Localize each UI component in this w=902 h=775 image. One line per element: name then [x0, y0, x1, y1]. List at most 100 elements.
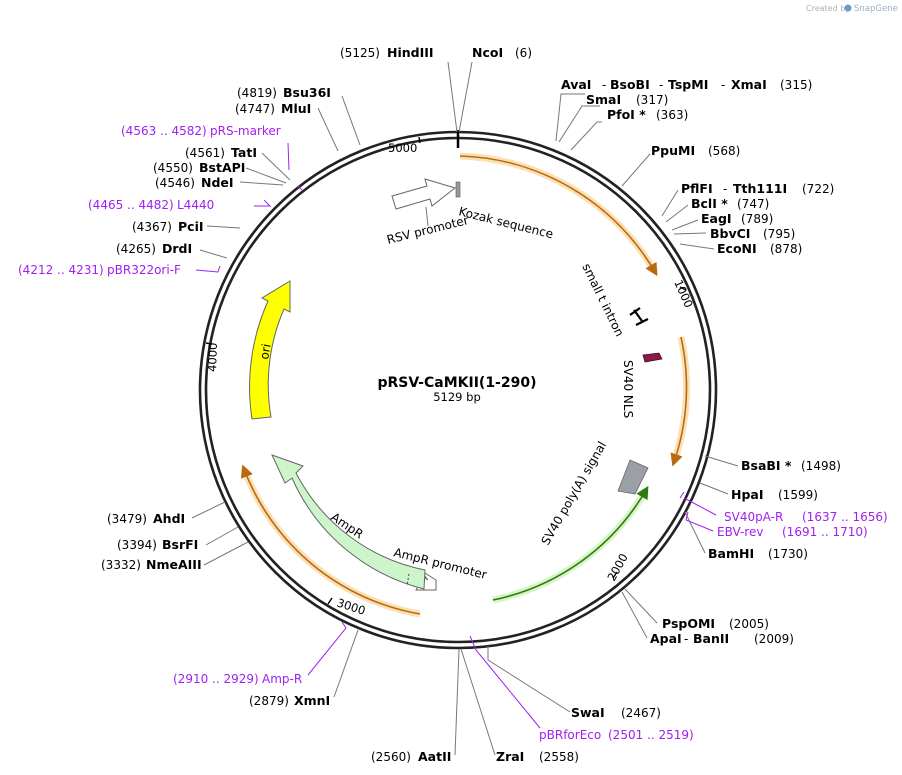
site-nmeaiii-name: NmeAIII — [146, 557, 202, 572]
site-ncoi[interactable]: NcoI (6) — [472, 45, 532, 60]
primer-pbr322ori-f-range: (4212 .. 4231) — [18, 263, 104, 277]
site-econi-pos: (878) — [770, 242, 802, 256]
site-tati-name: TatI — [231, 145, 257, 160]
site-tspmi-name: TspMI — [668, 77, 708, 92]
primer-pbrforeco[interactable]: pBRforEco (2501 .. 2519) — [539, 728, 694, 742]
site-bamhi-pos: (1730) — [768, 547, 808, 561]
site-bsabi-name: BsaBI * — [741, 458, 792, 473]
ori-label: ori — [257, 343, 273, 361]
site-pflfi-group[interactable]: PflFI - Tth111I (722) — [681, 181, 834, 196]
sv40-nls-label: SV40 NLS — [621, 360, 635, 418]
site-ahdi[interactable]: (3479) AhdI — [107, 511, 185, 526]
small-t-intron-label: small t intron — [579, 261, 626, 339]
site-zrai-pos: (2558) — [539, 750, 579, 764]
orf-arcs — [240, 152, 690, 618]
tick-mark-2000 — [612, 571, 618, 579]
ori-arrow[interactable] — [249, 280, 291, 420]
site-tati-pos: (4561) — [185, 146, 225, 160]
sv40-polya-block[interactable] — [617, 459, 649, 495]
site-ppumi-name: PpuMI — [651, 143, 695, 158]
kozak-sequence-block[interactable] — [455, 181, 461, 198]
site-eagi-name: EagI — [701, 211, 732, 226]
site-aval-sep2: - — [659, 78, 663, 92]
site-bsobi-name: BsoBI — [610, 77, 650, 92]
site-eagi[interactable]: EagI (789) — [701, 211, 773, 226]
site-bsabi-pos: (1498) — [801, 459, 841, 473]
site-eagi-pos: (789) — [741, 212, 773, 226]
primer-prs-marker[interactable]: (4563 .. 4582) pRS-marker — [121, 124, 281, 138]
small-t-intron-mark[interactable] — [629, 307, 649, 326]
site-bsabi[interactable]: BsaBI * (1498) — [741, 458, 841, 473]
site-ppumi-pos: (568) — [708, 144, 740, 158]
site-swai-pos: (2467) — [621, 706, 661, 720]
rsv-promoter-arrow[interactable] — [391, 178, 457, 210]
sv40-nls-block[interactable] — [642, 352, 663, 363]
site-bcli-name: BclI * — [691, 196, 728, 211]
primer-ebv-rev[interactable]: EBV-rev (1691 .. 1710) — [717, 525, 868, 539]
primer-amp-r[interactable]: (2910 .. 2929) Amp-R — [173, 672, 302, 686]
site-bsrfi[interactable]: (3394) BsrFI — [117, 537, 198, 552]
site-pspomi-pos: (2005) — [729, 617, 769, 631]
site-aval-group[interactable]: AvaI - BsoBI - TspMI - XmaI (315) — [561, 77, 812, 92]
primer-l4440-range: (4465 .. 4482) — [88, 198, 174, 212]
site-pcii[interactable]: (4367) PciI — [132, 219, 204, 234]
site-apai-sep: - — [684, 632, 688, 646]
site-bbvci[interactable]: BbvCI (795) — [710, 226, 795, 241]
site-mlui-pos: (4747) — [235, 102, 275, 116]
site-ahdi-pos: (3479) — [107, 512, 147, 526]
site-bcli[interactable]: BclI * (747) — [691, 196, 769, 211]
site-drdi[interactable]: (4265) DrdI — [116, 241, 192, 256]
site-bcli-pos: (747) — [737, 197, 769, 211]
site-hpai[interactable]: HpaI (1599) — [731, 487, 818, 502]
primer-amp-r-name: Amp-R — [262, 672, 302, 686]
primer-ebv-rev-range: (1691 .. 1710) — [782, 525, 868, 539]
orf-arc-4 — [240, 464, 421, 615]
primer-pbr322ori-f[interactable]: (4212 .. 4231) pBR322ori-F — [18, 263, 181, 277]
site-smai-pos: (317) — [636, 93, 668, 107]
site-bstapi[interactable]: (4550) BstAPI — [153, 160, 245, 175]
orf-arc-4-glow — [240, 467, 421, 618]
primer-prs-marker-name: pRS-marker — [210, 124, 281, 138]
site-aval-name: AvaI — [561, 77, 591, 92]
site-pcii-name: PciI — [178, 219, 204, 234]
primer-l4440[interactable]: (4465 .. 4482) L4440 — [88, 198, 214, 212]
site-apai-group-pos: (2009) — [754, 632, 794, 646]
site-ahdi-name: AhdI — [153, 511, 185, 526]
site-bbvci-name: BbvCI — [710, 226, 750, 241]
site-nmeaiii[interactable]: (3332) NmeAIII — [101, 557, 202, 572]
site-aval-sep1: - — [602, 78, 606, 92]
site-aatii-name: AatII — [418, 749, 451, 764]
site-econi[interactable]: EcoNI (878) — [717, 241, 802, 256]
site-pcii-pos: (4367) — [132, 220, 172, 234]
site-aval-group-pos: (315) — [780, 78, 812, 92]
site-hindiii-pos: (5125) — [340, 46, 380, 60]
site-bsrfi-name: BsrFI — [162, 537, 198, 552]
site-pfoi-pos: (363) — [656, 108, 688, 122]
site-smai[interactable]: SmaI (317) — [586, 92, 668, 107]
site-zrai[interactable]: ZraI (2558) — [496, 749, 579, 764]
site-ppumi[interactable]: PpuMI (568) — [651, 143, 740, 158]
site-ndei-name: NdeI — [201, 175, 234, 190]
site-tati[interactable]: (4561) TatI — [185, 145, 257, 160]
site-hindiii[interactable]: (5125) HindIII — [340, 45, 434, 60]
primer-pbr322ori-f-name: pBR322ori-F — [107, 263, 181, 277]
site-pfoi[interactable]: PfoI * (363) — [607, 107, 688, 122]
tick-mark-1000 — [679, 286, 687, 291]
orf-arc-1 — [459, 155, 658, 277]
site-bamhi[interactable]: BamHI (1730) — [708, 546, 808, 561]
site-pspomi[interactable]: PspOMI (2005) — [662, 616, 769, 631]
site-apai-group[interactable]: ApaI - BanII (2009) — [650, 631, 794, 646]
rsv-promoter-leader — [425, 206, 429, 227]
ampr-arrow[interactable] — [271, 454, 426, 590]
site-swai[interactable]: SwaI (2467) — [571, 705, 661, 720]
site-bsu36i[interactable]: (4819) Bsu36I — [237, 85, 331, 100]
primer-sv40pa-r[interactable]: SV40pA-R (1637 .. 1656) — [724, 510, 888, 524]
credit-brand: SnapGene — [854, 4, 898, 14]
site-aatii[interactable]: (2560) AatII — [371, 749, 451, 764]
site-xmni[interactable]: (2879) XmnI — [249, 693, 330, 708]
site-ncoi-pos: (6) — [515, 46, 532, 60]
site-mlui[interactable]: (4747) MluI — [235, 101, 311, 116]
primer-pbrforeco-name: pBRforEco — [539, 728, 601, 742]
site-ndei[interactable]: (4546) NdeI — [155, 175, 234, 190]
